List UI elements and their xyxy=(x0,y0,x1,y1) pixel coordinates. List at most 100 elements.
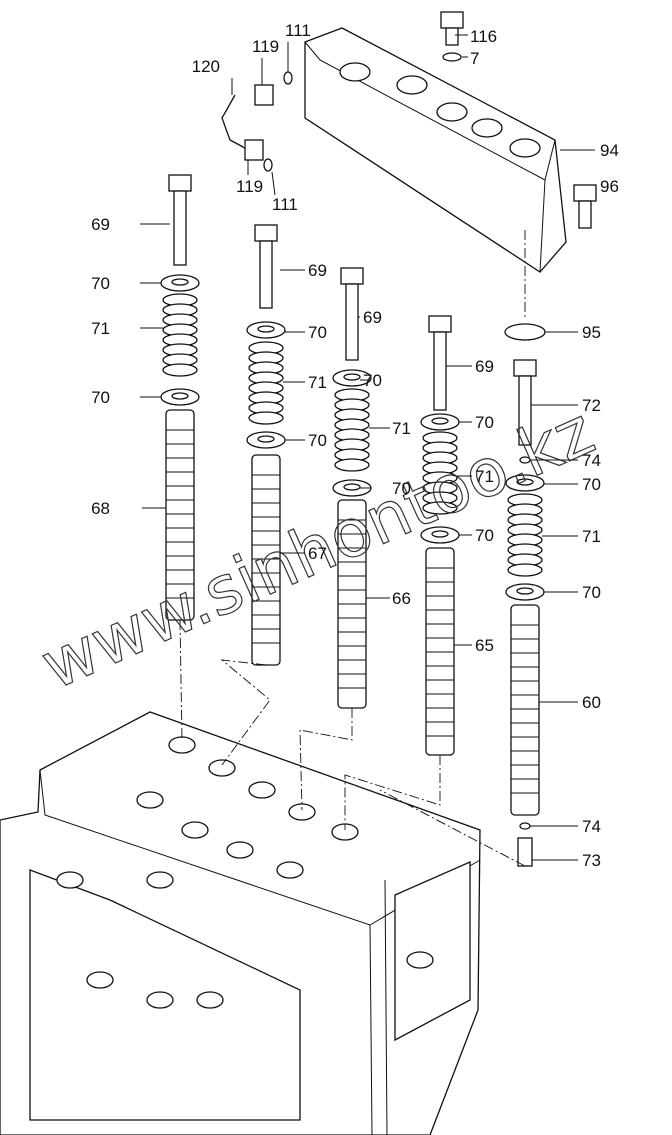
valve-body-section-line xyxy=(384,879,388,1135)
assembly-axis-line xyxy=(379,789,526,867)
bolt-head xyxy=(573,184,597,202)
washer-hole xyxy=(171,392,189,400)
assembly-axis-line xyxy=(220,659,271,766)
part-number-label: 111 xyxy=(272,195,298,214)
bolt-head xyxy=(340,267,364,285)
elbow-120 xyxy=(221,94,246,149)
washer-hole xyxy=(257,325,275,333)
cover-outline xyxy=(304,27,567,273)
part-number-label: 73 xyxy=(582,851,601,870)
part-number-label: 70 xyxy=(308,323,327,342)
o-ring-7 xyxy=(442,52,462,62)
valve-body xyxy=(0,711,481,1135)
washer-hole xyxy=(343,373,361,381)
assembly-axis-line xyxy=(299,708,353,811)
part-number-label: 116 xyxy=(470,27,497,46)
part-number-label: 69 xyxy=(363,308,382,327)
part-number-label: 69 xyxy=(308,261,327,280)
part-number-label: 94 xyxy=(600,141,619,160)
part-number-label: 96 xyxy=(600,177,619,196)
part-number-label: 111 xyxy=(285,21,311,40)
bolt-head xyxy=(428,315,452,333)
o-ring-74-lower xyxy=(519,822,531,830)
bolt-shank xyxy=(173,190,187,266)
spring-coil xyxy=(162,363,198,377)
washer-hole xyxy=(343,483,361,491)
part-number-label: 70 xyxy=(308,431,327,450)
part-number-label: 74 xyxy=(582,451,601,470)
washer-hole xyxy=(171,278,189,286)
body-port xyxy=(146,991,174,1009)
o-ring-111-lower xyxy=(263,158,273,172)
part-number-label: 95 xyxy=(582,323,601,342)
body-port xyxy=(196,991,224,1009)
bolt-shank xyxy=(259,240,273,309)
part-number-label: 70 xyxy=(91,274,110,293)
o-ring-95 xyxy=(504,323,546,341)
body-port xyxy=(208,759,236,777)
spring-coil xyxy=(334,458,370,472)
spring-coil xyxy=(422,501,458,515)
cover-port xyxy=(396,75,428,95)
leader-line xyxy=(271,171,276,196)
body-port xyxy=(181,821,209,839)
part-number-label: 68 xyxy=(91,499,110,518)
part-number-label: 70 xyxy=(392,479,411,498)
part-number-label: 71 xyxy=(392,419,411,438)
body-port xyxy=(276,861,304,879)
assembly-axis-line xyxy=(179,619,183,741)
bolt-shank xyxy=(518,375,532,446)
part-number-label: 70 xyxy=(91,388,110,407)
bolt-shank xyxy=(345,283,359,361)
cover-94 xyxy=(304,27,567,273)
body-port xyxy=(406,951,434,969)
valve-body-corner xyxy=(369,924,373,1135)
part-number-label: 7 xyxy=(470,49,479,68)
part-number-label: 119 xyxy=(252,37,279,56)
part-number-label: 70 xyxy=(475,526,494,545)
bolt-shank xyxy=(445,27,459,46)
part-number-label: 67 xyxy=(308,544,327,563)
bolt-head xyxy=(254,224,278,242)
part-number-label: 71 xyxy=(308,373,327,392)
body-port xyxy=(86,971,114,989)
washer-hole xyxy=(516,478,534,486)
part-number-label: 119 xyxy=(236,177,263,196)
washer-hole xyxy=(257,435,275,443)
bolt-head xyxy=(440,11,464,29)
bolt-head xyxy=(168,174,192,192)
body-port xyxy=(288,803,316,821)
washer-hole xyxy=(431,530,449,538)
part-number-label: 120 xyxy=(192,57,220,76)
body-port xyxy=(168,736,196,754)
part-number-label: 70 xyxy=(582,583,601,602)
part-number-label: 70 xyxy=(363,371,382,390)
spring-coil xyxy=(507,563,543,577)
spring-coil xyxy=(248,411,284,425)
side-plate xyxy=(394,861,471,1042)
body-port xyxy=(226,841,254,859)
bolt-head xyxy=(513,359,537,377)
cover-port xyxy=(509,138,541,158)
body-port xyxy=(136,791,164,809)
cover-port xyxy=(339,62,371,82)
o-ring-111 xyxy=(283,71,293,85)
body-port xyxy=(56,871,84,889)
connector-119-lower xyxy=(244,139,264,161)
assembly-axis-line xyxy=(344,755,441,830)
part-number-label: 72 xyxy=(582,396,601,415)
part-number-label: 69 xyxy=(91,215,110,234)
cover-port xyxy=(471,118,503,138)
cover-port xyxy=(436,102,468,122)
bolt-shank xyxy=(433,331,447,411)
body-port xyxy=(248,781,276,799)
part-number-label: 69 xyxy=(475,357,494,376)
part-number-label: 70 xyxy=(475,413,494,432)
connector-119 xyxy=(254,84,274,106)
plug-73 xyxy=(517,837,533,867)
washer-hole xyxy=(431,417,449,425)
cover-top-edge xyxy=(304,41,556,181)
part-number-label: 71 xyxy=(582,527,601,546)
